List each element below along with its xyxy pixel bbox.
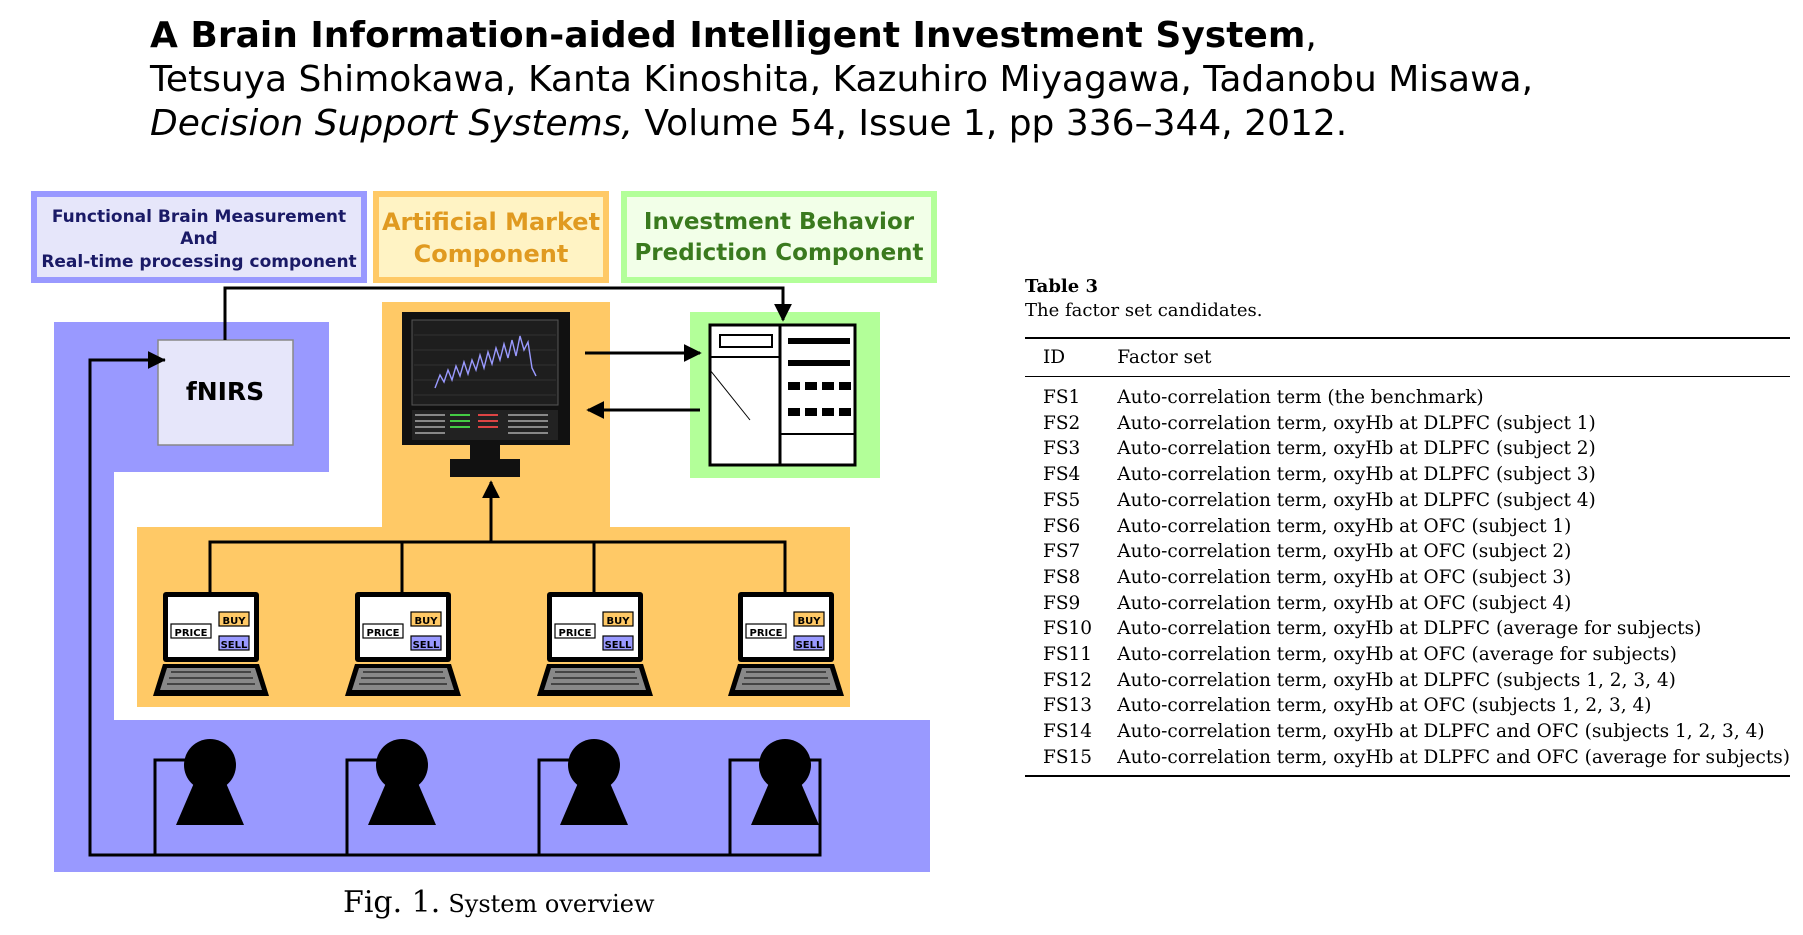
table-row: FS4 Auto-correlation term, oxyHb at DLPFC… <box>1025 462 1790 488</box>
table-row: FS6 Auto-correlation term, oxyHb at OFC (… <box>1025 514 1790 540</box>
row-factor-set: Auto-correlation term, oxyHb at DLPFC an… <box>1117 721 1765 743</box>
terminal-1-buy-label: BUY <box>223 616 247 627</box>
row-id: FS14 <box>1043 721 1093 743</box>
table-row: FS12 Auto-correlation term, oxyHb at DLPF… <box>1025 668 1790 694</box>
table-row: FS1 Auto-correlation term (the benchmark) <box>1025 377 1790 411</box>
table-row: FS10 Auto-correlation term, oxyHb at DLPF… <box>1025 616 1790 642</box>
figure-caption: Fig. 1.System overview <box>343 885 655 920</box>
legend-prediction-component <box>621 191 937 283</box>
terminal-2-buy-label: BUY <box>415 616 439 627</box>
row-factor-set: Auto-correlation term (the benchmark) <box>1117 387 1484 408</box>
figure-caption-text: System overview <box>448 890 655 918</box>
row-id: FS4 <box>1043 464 1081 486</box>
trading-terminal-3: PRICE BUY SELL <box>536 591 654 697</box>
terminal-1-sell-label: SELL <box>221 640 248 651</box>
trading-terminal-2: PRICE BUY SELL <box>344 591 462 697</box>
terminal-2-sell-label: SELL <box>413 640 440 651</box>
factor-set-table-block: Table 3 The factor set candidates. ID Fa… <box>1025 275 1790 777</box>
legend-brain-line1: Functional Brain Measurement <box>52 207 346 227</box>
row-factor-set: Auto-correlation term, oxyHb at DLPFC (s… <box>1117 464 1596 486</box>
row-id: FS10 <box>1043 618 1093 640</box>
terminal-4-sell-label: SELL <box>796 640 823 651</box>
terminal-3-sell-label: SELL <box>605 640 632 651</box>
row-factor-set: Auto-correlation term, oxyHb at DLPFC (s… <box>1117 489 1596 511</box>
row-id: FS1 <box>1043 387 1081 408</box>
row-factor-set: Auto-correlation term, oxyHb at DLPFC (s… <box>1117 669 1676 691</box>
fnirs-to-prediction-arrow <box>223 286 792 340</box>
publication-details: Volume 54, Issue 1, pp 336–344, 2012. <box>632 103 1348 144</box>
row-factor-set: Auto-correlation term, oxyHb at OFC (sub… <box>1117 592 1572 614</box>
paper-authors: Tetsuya Shimokawa, Kanta Kinoshita, Kazu… <box>150 59 1534 100</box>
row-id: FS9 <box>1043 592 1081 614</box>
table-caption: The factor set candidates. <box>1025 300 1263 321</box>
row-factor-set: Auto-correlation term, oxyHb at DLPFC (s… <box>1117 412 1596 434</box>
legend-prediction-line1: Investment Behavior <box>644 209 915 235</box>
terminal-1-price-label: PRICE <box>175 628 208 639</box>
trading-terminal-4: PRICE BUY SELL <box>727 591 845 697</box>
row-id: FS11 <box>1043 644 1093 666</box>
row-id: FS6 <box>1043 515 1081 537</box>
terminal-4-buy-label: BUY <box>798 616 822 627</box>
row-id: FS5 <box>1043 489 1081 511</box>
row-factor-set: Auto-correlation term, oxyHb at OFC (sub… <box>1117 541 1572 563</box>
table-row: FS14 Auto-correlation term, oxyHb at DLPF… <box>1025 719 1790 745</box>
row-id: FS12 <box>1043 669 1093 691</box>
table-row: FS3 Auto-correlation term, oxyHb at DLPFC… <box>1025 436 1790 462</box>
citation-source-line: Decision Support Systems, Volume 54, Iss… <box>150 102 1533 146</box>
row-id: FS7 <box>1043 541 1081 563</box>
market-monitor <box>402 312 570 477</box>
row-id: FS13 <box>1043 695 1093 717</box>
row-factor-set: Auto-correlation term, oxyHb at OFC (sub… <box>1117 566 1572 588</box>
table-row: FS8 Auto-correlation term, oxyHb at OFC (… <box>1025 565 1790 591</box>
trading-terminal-1: PRICE BUY SELL <box>152 591 270 697</box>
factor-set-table: ID Factor set FS1 Auto-correlation term (… <box>1025 337 1790 777</box>
terminal-2-price-label: PRICE <box>367 628 400 639</box>
table-row: FS11 Auto-correlation term, oxyHb at OFC … <box>1025 642 1790 668</box>
terminals-bus <box>208 540 787 592</box>
legend-market-line1: Artificial Market <box>382 208 600 236</box>
table-row: FS5 Auto-correlation term, oxyHb at DLPFC… <box>1025 488 1790 514</box>
legend-market-component <box>373 191 609 283</box>
table-row: FS9 Auto-correlation term, oxyHb at OFC (… <box>1025 591 1790 617</box>
legend-brain-line2: And <box>180 229 217 249</box>
row-factor-set: Auto-correlation term, oxyHb at OFC (sub… <box>1117 515 1572 537</box>
fnirs-label: fNIRS <box>186 377 264 406</box>
row-factor-set: Auto-correlation term, oxyHb at OFC (sub… <box>1117 695 1652 717</box>
terminal-3-price-label: PRICE <box>559 628 592 639</box>
paper-title: A Brain Information-aided Intelligent In… <box>150 15 1306 56</box>
row-factor-set: Auto-correlation term, oxyHb at DLPFC (s… <box>1117 438 1596 460</box>
journal-name: Decision Support Systems, <box>150 103 633 144</box>
legend-prediction-line2: Prediction Component <box>634 240 923 266</box>
legend-market-line2: Component <box>414 240 569 268</box>
citation: A Brain Information-aided Intelligent In… <box>150 14 1533 146</box>
figure-label: Fig. 1. <box>343 885 441 920</box>
header-factor-set: Factor set <box>1117 337 1790 377</box>
row-factor-set: Auto-correlation term, oxyHb at DLPFC (a… <box>1117 618 1702 640</box>
title-comma: , <box>1305 15 1317 56</box>
row-factor-set: Auto-correlation term, oxyHb at OFC (ave… <box>1117 644 1677 666</box>
terminal-3-buy-label: BUY <box>607 616 631 627</box>
table-row: FS13 Auto-correlation term, oxyHb at OFC … <box>1025 693 1790 719</box>
citation-title-line: A Brain Information-aided Intelligent In… <box>150 14 1533 58</box>
row-id: FS3 <box>1043 438 1081 460</box>
table-row: FS7 Auto-correlation term, oxyHb at OFC (… <box>1025 539 1790 565</box>
table-header-row: ID Factor set <box>1025 337 1790 377</box>
row-factor-set: Auto-correlation term, oxyHb at DLPFC an… <box>1117 744 1790 777</box>
header-id: ID <box>1025 337 1118 377</box>
system-overview-diagram: Functional Brain Measurement And Real-ti… <box>31 191 937 872</box>
prediction-panel <box>708 323 857 467</box>
terminal-4-price-label: PRICE <box>750 628 783 639</box>
row-id: FS15 <box>1025 744 1118 777</box>
legend-brain-line3: Real-time processing component <box>41 252 356 272</box>
row-id: FS2 <box>1043 412 1081 434</box>
table-label: Table 3 <box>1025 276 1099 297</box>
table-row: FS2 Auto-correlation term, oxyHb at DLPFC… <box>1025 411 1790 437</box>
legend-brain-component <box>31 191 367 283</box>
row-id: FS8 <box>1043 566 1081 588</box>
